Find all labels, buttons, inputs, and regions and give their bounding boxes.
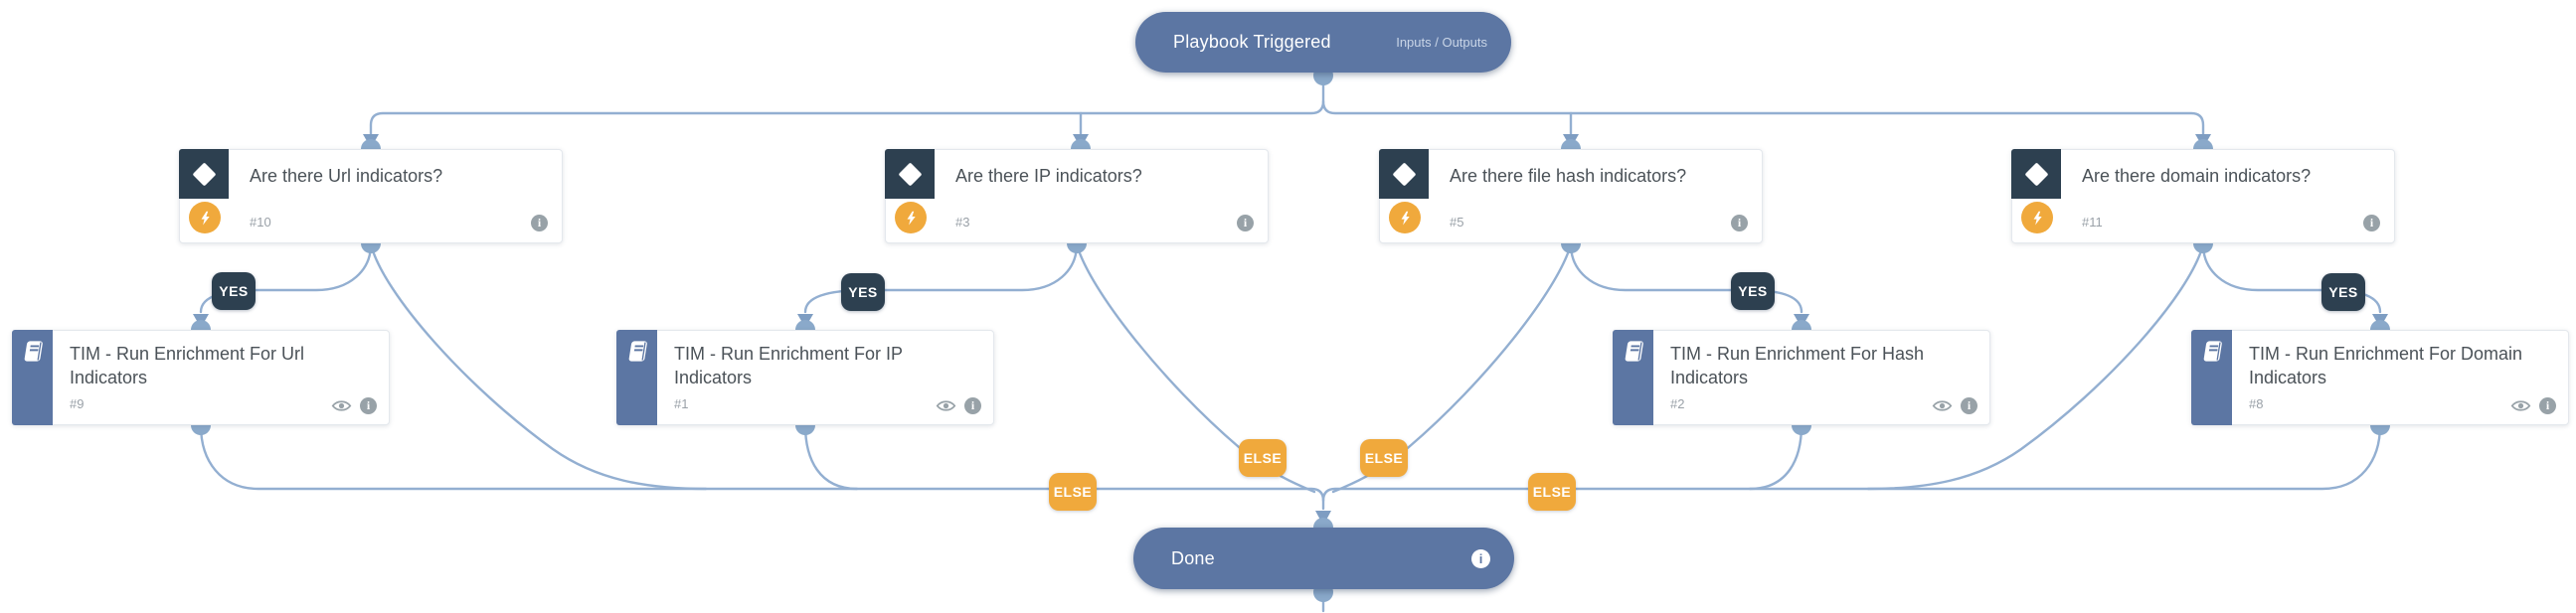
start-node-title: Playbook Triggered <box>1173 32 1331 52</box>
info-icon[interactable]: i <box>1237 215 1254 231</box>
condition-node-hash[interactable]: Are there file hash indicators? #5 i <box>1379 149 1763 243</box>
yes-badge-cond4: YES <box>2321 273 2365 311</box>
task-number: #5 <box>1450 215 1464 230</box>
end-node[interactable]: Done i <box>1133 528 1514 589</box>
task-title: TIM - Run Enrichment For IP Indicators <box>674 344 903 387</box>
condition-node-url[interactable]: Are there Url indicators? #10 i <box>179 149 563 243</box>
task-title: TIM - Run Enrichment For Hash Indicators <box>1670 344 1925 387</box>
info-icon[interactable]: i <box>1731 215 1748 231</box>
condition-title: Are there file hash indicators? <box>1450 166 1687 186</box>
lightning-icon <box>189 202 221 233</box>
book-icon <box>628 341 647 362</box>
eye-icon[interactable] <box>936 398 956 413</box>
task-number: #3 <box>955 215 970 230</box>
book-icon <box>2203 341 2222 362</box>
lightning-icon <box>1389 202 1421 233</box>
book-icon <box>24 341 43 362</box>
eye-icon[interactable] <box>2510 398 2531 413</box>
task-title: TIM - Run Enrichment For Url Indicators <box>70 344 305 387</box>
edge-task4-to-done <box>1321 423 2382 503</box>
else-badge-cond3: ELSE <box>1360 439 1408 477</box>
edge-task1-to-done <box>199 423 1325 511</box>
condition-node-ip[interactable]: Are there IP indicators? #3 i <box>885 149 1269 243</box>
info-icon[interactable]: i <box>531 215 548 231</box>
info-icon[interactable]: i <box>2539 397 2556 414</box>
book-icon <box>1625 341 1643 362</box>
end-node-title: Done <box>1171 547 1215 568</box>
edge-task2-to-done <box>803 423 859 491</box>
condition-node-domain[interactable]: Are there domain indicators? #11 i <box>2011 149 2395 243</box>
inputs-outputs-link[interactable]: Inputs / Outputs <box>1396 35 1487 50</box>
info-icon[interactable]: i <box>1961 397 1977 414</box>
edge-cond1-yes <box>199 242 373 314</box>
eye-icon[interactable] <box>331 398 352 413</box>
else-badge-cond1: ELSE <box>1049 473 1097 511</box>
edge-cond1-else <box>369 242 708 491</box>
else-badge-cond2: ELSE <box>1239 439 1287 477</box>
edge-cond3-else <box>1331 242 1573 494</box>
diamond-icon <box>1391 161 1417 187</box>
info-icon[interactable]: i <box>360 397 377 414</box>
condition-title: Are there domain indicators? <box>2082 166 2312 186</box>
task-number: #8 <box>2249 396 2264 411</box>
task-node-enrich-domain[interactable]: TIM - Run Enrichment For Domain Indicato… <box>2191 330 2569 425</box>
condition-title: Are there Url indicators? <box>250 166 443 186</box>
eye-icon[interactable] <box>1932 398 1953 413</box>
connector-dots <box>191 66 2390 602</box>
info-icon[interactable]: i <box>964 397 981 414</box>
info-icon[interactable]: i <box>1471 548 1490 568</box>
yes-badge-cond3: YES <box>1731 272 1775 310</box>
edge-start-to-cond1 <box>369 74 1325 145</box>
edge-cond2-else <box>1075 242 1316 494</box>
lightning-icon <box>2021 202 2053 233</box>
diamond-icon <box>2023 161 2049 187</box>
task-number: #9 <box>70 396 85 411</box>
else-badge-cond4: ELSE <box>1528 473 1576 511</box>
lightning-icon <box>895 202 927 233</box>
edge-cond2-yes <box>803 242 1079 314</box>
edge-start-to-cond4 <box>1321 99 2205 145</box>
task-node-enrich-hash[interactable]: TIM - Run Enrichment For Hash Indicators… <box>1613 330 1990 425</box>
edge-task3-to-done <box>1748 423 1803 491</box>
edge-cond4-else <box>1866 242 2205 491</box>
edge-cond4-yes <box>2201 242 2382 314</box>
task-number: #10 <box>250 215 271 230</box>
edge-cond3-yes <box>1569 242 1803 314</box>
yes-badge-cond2: YES <box>841 273 885 311</box>
start-node[interactable]: Playbook Triggered Inputs / Outputs <box>1135 12 1511 73</box>
diamond-icon <box>897 161 923 187</box>
task-number: #2 <box>1670 396 1685 411</box>
diamond-icon <box>191 161 217 187</box>
task-node-enrich-url[interactable]: TIM - Run Enrichment For Url Indicators … <box>12 330 390 425</box>
task-number: #11 <box>2082 215 2103 230</box>
task-node-enrich-ip[interactable]: TIM - Run Enrichment For IP Indicators #… <box>616 330 994 425</box>
task-number: #1 <box>674 396 689 411</box>
info-icon[interactable]: i <box>2363 215 2380 231</box>
condition-title: Are there IP indicators? <box>955 166 1142 186</box>
yes-badge-cond1: YES <box>212 272 256 310</box>
task-title: TIM - Run Enrichment For Domain Indicato… <box>2249 344 2523 387</box>
